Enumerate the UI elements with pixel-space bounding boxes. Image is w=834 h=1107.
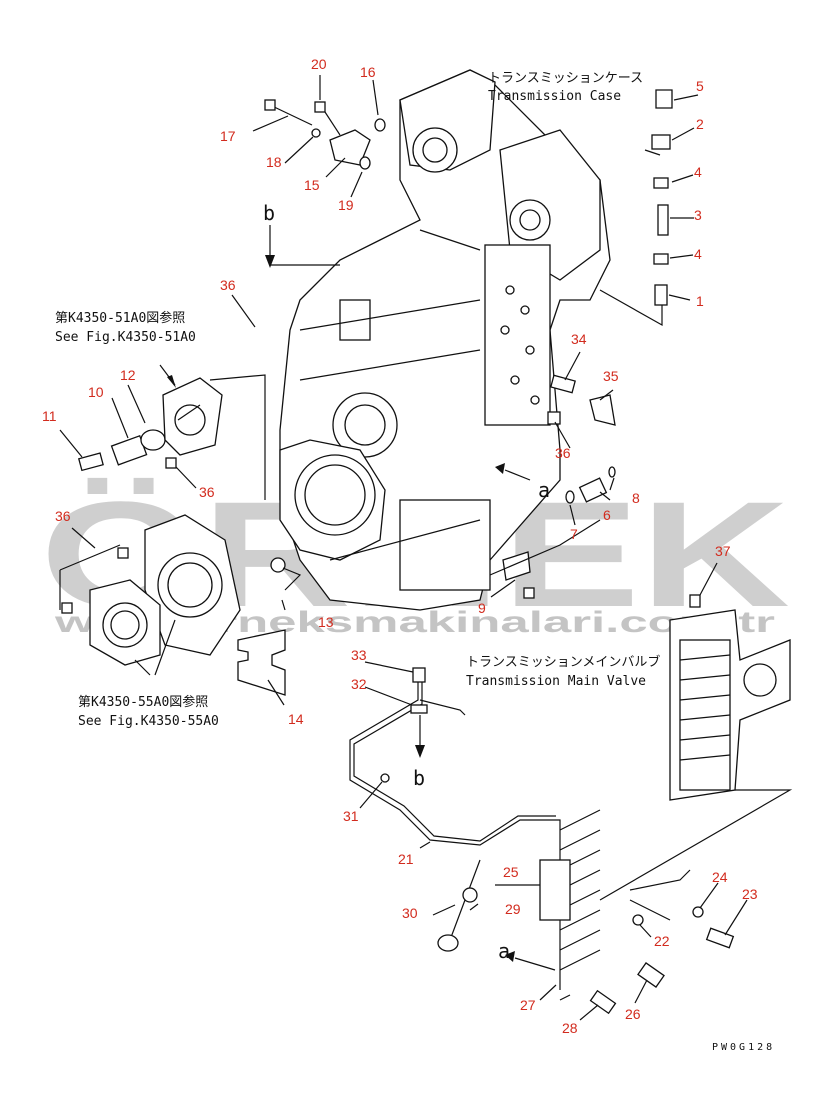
arrow-ref1 [167, 375, 176, 388]
part-num-26: 26 [625, 1006, 641, 1022]
part-num-29: 29 [505, 901, 521, 917]
part-num-37: 37 [715, 543, 731, 559]
flow-arrows [134, 225, 556, 971]
part-num-21: 21 [398, 851, 414, 867]
part-num-4a: 4 [694, 164, 702, 180]
sensor-parts [599, 89, 673, 327]
valve-label-en: Transmission Main Valve [466, 674, 646, 689]
part-num-25: 25 [503, 864, 519, 880]
left-flange-parts [59, 374, 302, 696]
part-num-30: 30 [402, 905, 418, 921]
ref-a-bottom: a [498, 939, 510, 963]
ref2-label-jp: 第K4350-55A0図参照 [78, 694, 208, 710]
harness [349, 667, 735, 1015]
part-num-3: 3 [694, 207, 702, 223]
part-num-2: 2 [696, 116, 704, 132]
part-num-5: 5 [696, 78, 704, 94]
top-parts [264, 99, 386, 170]
part-num-16: 16 [360, 64, 376, 80]
ref2-label-en: See Fig.K4350-55A0 [78, 714, 219, 729]
main-valve [599, 594, 793, 901]
part-num-36c: 36 [199, 484, 215, 500]
part-num-34: 34 [571, 331, 587, 347]
case-label-jp: トランスミッションケース [488, 71, 643, 86]
part-num-23: 23 [742, 886, 758, 902]
arrow-b-bottom [415, 745, 425, 758]
part-num-36b: 36 [555, 445, 571, 461]
ref1-label-en: See Fig.K4350-51A0 [55, 330, 196, 345]
part-num-31: 31 [343, 808, 359, 824]
part-num-17: 17 [220, 128, 236, 144]
part-num-15: 15 [304, 177, 320, 193]
part-num-8: 8 [632, 490, 640, 506]
part-num-4b: 4 [694, 246, 702, 262]
ref-b-top: b [263, 201, 275, 225]
leader-lines [59, 75, 748, 1021]
part-num-35: 35 [603, 368, 619, 384]
part-num-10: 10 [88, 384, 104, 400]
part-num-12: 12 [120, 367, 136, 383]
part-num-20: 20 [311, 56, 327, 72]
part-num-1: 1 [696, 293, 704, 309]
part-num-28: 28 [562, 1020, 578, 1036]
part-num-32: 32 [351, 676, 367, 692]
part-num-24: 24 [712, 869, 728, 885]
part-num-36a: 36 [220, 277, 236, 293]
part-num-9: 9 [478, 600, 486, 616]
part-num-11: 11 [42, 408, 57, 424]
part-num-6: 6 [603, 507, 611, 523]
ref-a-top: a [538, 478, 550, 502]
ref1-label-jp: 第K4350-51A0図参照 [55, 310, 185, 326]
part-num-14: 14 [288, 711, 304, 727]
part-num-22: 22 [654, 933, 670, 949]
part-number-callouts: 5 2 4 3 4 1 6 7 8 9 10 11 12 13 14 15 16… [42, 56, 758, 1036]
part-num-19: 19 [338, 197, 354, 213]
part-num-36d: 36 [55, 508, 71, 524]
part-num-27: 27 [520, 997, 536, 1013]
part-num-13: 13 [318, 614, 334, 630]
drawing-code: PW0G128 [712, 1042, 775, 1053]
arrow-a-top [495, 463, 505, 474]
part-num-7: 7 [570, 526, 578, 542]
transmission-case [279, 69, 611, 611]
case-label-en: Transmission Case [488, 89, 621, 104]
valve-label-jp: トランスミッションメインバルブ [466, 654, 660, 670]
part-num-33: 33 [351, 647, 367, 663]
mid-parts [489, 374, 616, 599]
text-labels: トランスミッションケース Transmission Case トランスミッション… [55, 71, 775, 1053]
ref-b-bottom: b [413, 766, 425, 790]
arrow-a-bottom [505, 951, 515, 962]
part-num-18: 18 [266, 154, 282, 170]
arrow-b-top [265, 255, 275, 268]
